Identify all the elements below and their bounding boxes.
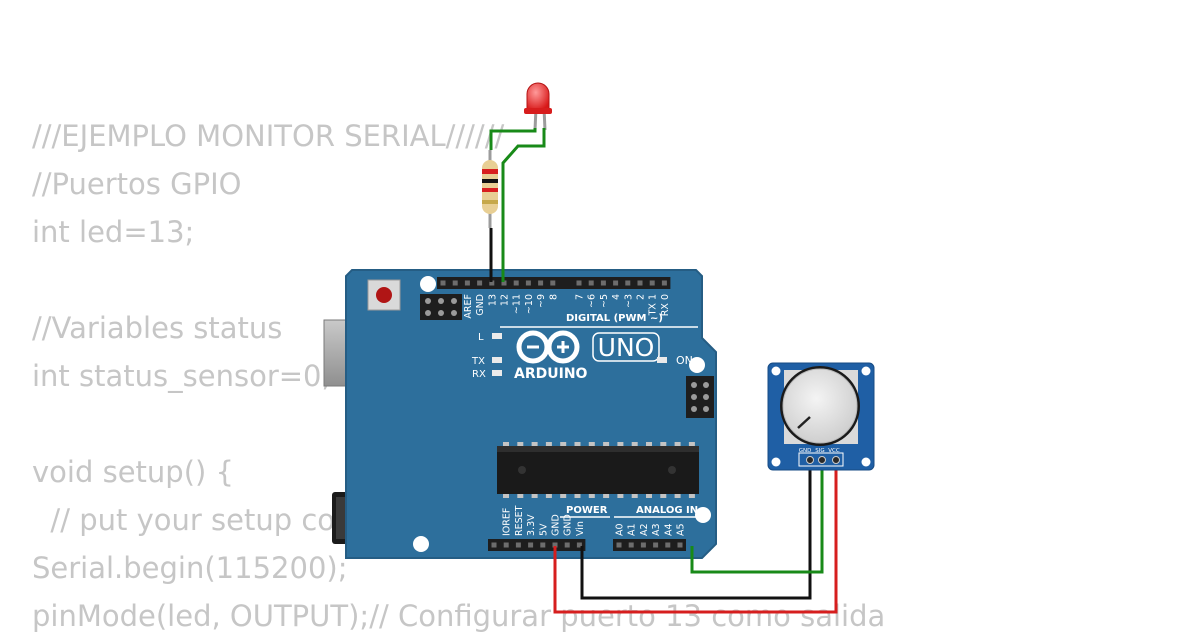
board-model: UNO (598, 333, 655, 362)
l-led (492, 333, 502, 339)
board-brand: ARDUINO (514, 366, 588, 382)
code-line: ///EJEMPLO MONITOR SERIAL////// (32, 119, 505, 153)
potentiometer-knob (782, 368, 858, 444)
pin-label: 4 (611, 294, 622, 300)
pin-label: 12 (500, 294, 511, 306)
pot-pin-label: VCC (828, 448, 840, 454)
pin-label: ~11 (512, 294, 523, 314)
pot-pin-label: GND (799, 448, 812, 454)
pin-label: 5V (538, 523, 549, 536)
pin-label: RESET (514, 505, 525, 536)
uno-badge (592, 332, 660, 362)
tx-led (492, 357, 502, 363)
code-line: //Puertos GPIO (32, 167, 242, 201)
code-listing: ///EJEMPLO MONITOR SERIAL////// //Puertos… (32, 112, 885, 640)
arduino-logo-icon (516, 330, 580, 364)
code-line: int status_sensor=0; (32, 359, 332, 393)
pin-label: IOREF (502, 508, 513, 536)
pin-label: 2 (636, 294, 647, 300)
on-label: ON (676, 354, 693, 367)
icsp-header-2 (686, 376, 714, 418)
rx-led (492, 370, 502, 376)
l-led-label: L (478, 332, 484, 343)
pin-label: A5 (676, 523, 687, 536)
pin-label: AREF (463, 294, 474, 319)
digital-pwm-label: DIGITAL (PWM ~) (566, 313, 663, 324)
microcontroller-chip (497, 442, 699, 498)
code-line: //Variables status (32, 311, 283, 345)
digital-header (437, 277, 671, 289)
pin-label: TX 1 (648, 294, 659, 316)
wire-gnd-to-gnd (580, 460, 812, 600)
red-led (524, 82, 552, 131)
pin-label: GND (551, 514, 562, 536)
wire-led-to-pin13 (501, 128, 546, 282)
pin-label: A0 (615, 523, 626, 536)
code-line: pinMode(led, OUTPUT);// Configurar puert… (32, 599, 886, 633)
wire-5v-to-vcc (553, 460, 838, 614)
pin-label: GND (475, 294, 486, 316)
pin-label: ~3 (623, 294, 634, 308)
code-line: Serial.begin(115200); (32, 551, 348, 585)
pin-label: 13 (487, 294, 498, 306)
reset-button (367, 279, 401, 311)
wire-resistor-to-gnd (489, 128, 537, 282)
pin-label: A3 (651, 523, 662, 536)
pin-label: A2 (639, 523, 650, 536)
pin-label: RX 0 (660, 294, 671, 316)
pin-label: ~5 (599, 294, 610, 308)
pin-label: 7 (575, 294, 586, 300)
on-led (657, 357, 667, 363)
code-line: void setup() { (32, 455, 234, 489)
power-header (488, 539, 586, 551)
rx-led-label: RX (472, 369, 486, 380)
code-line: int led=13; (32, 215, 195, 249)
pin-label: A4 (663, 523, 674, 536)
pot-pin-label: SIG (815, 448, 824, 454)
pin-label: 8 (548, 294, 559, 300)
pin-label: ~6 (587, 294, 598, 308)
analog-in-label: ANALOG IN (636, 505, 698, 516)
power-label: POWER (566, 505, 608, 516)
pin-label: 3.3V (526, 514, 537, 536)
pin-label: A1 (627, 523, 638, 536)
pin-label: ~10 (524, 294, 535, 314)
pin-label: ~9 (536, 294, 547, 308)
resistor (482, 150, 498, 228)
pin-label: GND (563, 514, 574, 536)
tx-led-label: TX (471, 356, 485, 367)
analog-header (613, 539, 686, 551)
wire-a5-to-sig (690, 460, 824, 574)
icsp-header-1 (420, 294, 462, 320)
pin-label: Vin (575, 521, 586, 536)
